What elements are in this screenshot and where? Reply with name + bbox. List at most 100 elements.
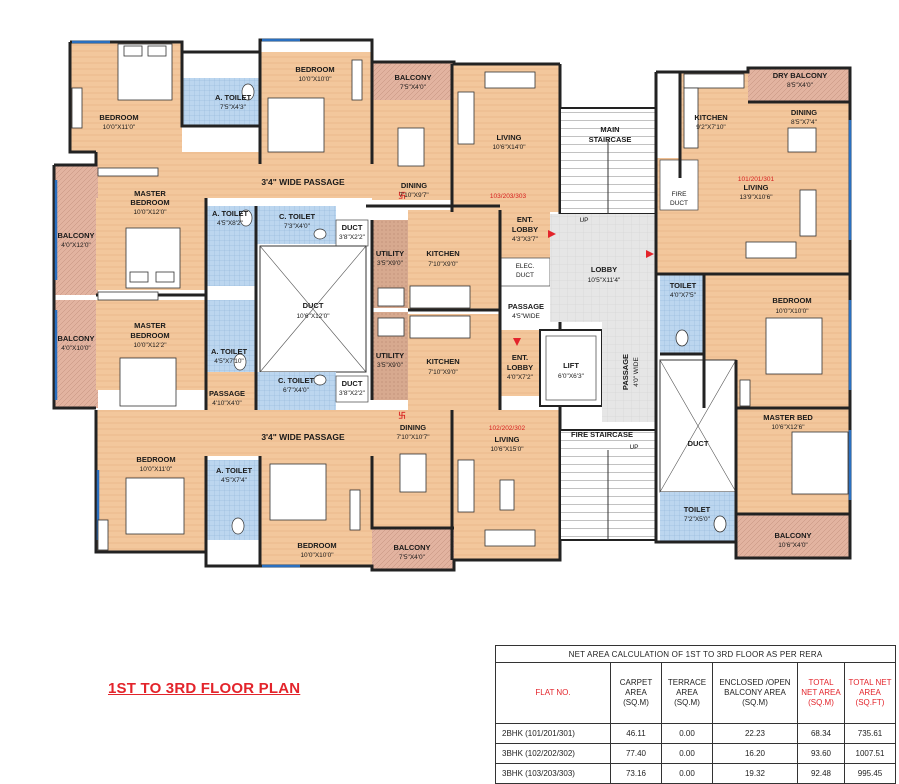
label-entlobby-1b: LOBBY [512, 225, 538, 234]
bed-icon [269, 463, 327, 521]
label-lobby: LOBBY [591, 265, 617, 274]
bed-icon [119, 357, 177, 407]
label-elec-duct-b: DUCT [516, 272, 534, 279]
header-total-sqft: TOTAL NET AREA (SQ.FT) [844, 662, 896, 724]
dim-bedroom-bl: 10'0"X11'0" [140, 466, 173, 473]
basin-icon [313, 228, 327, 240]
label-bedroom-tm: BEDROOM [295, 65, 334, 74]
dim-dining-102: 7'10"X10'7" [396, 434, 430, 441]
label-bedroom-bm: BEDROOM [297, 541, 336, 550]
room-toilet-l2 [206, 300, 256, 372]
right-block [654, 66, 852, 560]
label-duct-center: DUCT [303, 301, 324, 310]
label-toilet-l1: A. TOILET [212, 209, 249, 218]
label-entlobby-1: ENT. [517, 215, 533, 224]
sofa-icon [799, 189, 817, 237]
dining-table-icon [787, 127, 817, 153]
label-toilet-bl: A. TOILET [216, 466, 253, 475]
dim-master-bed-r: 10'6"X12'6" [771, 424, 805, 431]
wardrobe-icon [71, 87, 83, 129]
label-dining-r: DINING [791, 108, 817, 117]
wc-icon [233, 353, 247, 371]
cell-balcony: 22.23 [712, 723, 798, 744]
label-master-bedroom-1: MASTER [134, 189, 166, 198]
room-dry-balcony [748, 68, 850, 102]
label-living-r: LIVING [743, 183, 768, 192]
label-passage-vertical: PASSAGE [621, 354, 630, 390]
dim-dry-balcony: 8'5"X4'0" [787, 82, 814, 89]
dim-living-102: 10'6"X15'0" [490, 446, 524, 453]
sofa-icon [457, 91, 475, 145]
cell-total-sqm: 68.34 [797, 723, 845, 744]
cell-balcony: 19.32 [712, 763, 798, 784]
dim-toilet-r2: 7'2"X5'0" [684, 516, 711, 523]
kitchen-counter-icon [683, 73, 745, 89]
table-row: 2BHK (101/201/301) 46.11 0.00 22.23 68.3… [495, 723, 896, 744]
label-master-bedroom-2: MASTER [134, 321, 166, 330]
label-utility-1: UTILITY [376, 249, 404, 258]
room-balcony-l2 [54, 300, 98, 408]
sofa-icon [745, 241, 797, 259]
wardrobe-icon [349, 489, 361, 531]
dim-duct-center: 10'6"X12'0" [296, 313, 330, 320]
washing-machine-icon [377, 287, 405, 307]
flat-tag-103: 103/203/303 [490, 193, 527, 200]
room-balcony-l1 [54, 165, 98, 295]
dim-master-bedroom-2: 10'0"X12'2" [133, 342, 167, 349]
dim-utility-1: 3'5"X9'0" [377, 260, 404, 267]
dim-balcony-r: 10'6"X4'0" [778, 542, 808, 549]
label-master-bedroom-1b: BEDROOM [130, 198, 169, 207]
label-living-102: LIVING [494, 435, 519, 444]
cell-balcony: 16.20 [712, 743, 798, 764]
label-entlobby-2b: LOBBY [507, 363, 533, 372]
label-dining-103: DINING [401, 181, 427, 190]
cell-carpet: 73.16 [610, 763, 662, 784]
label-main-staircase-b: STAIRCASE [589, 135, 632, 144]
label-duct-1: DUCT [342, 223, 363, 232]
wardrobe-icon [97, 167, 159, 177]
dim-balcony-l1: 4'0"X12'0" [61, 242, 91, 249]
room-balcony-r [736, 514, 850, 558]
kitchen-counter-icon [409, 285, 471, 309]
label-duct-r: DUCT [688, 439, 709, 448]
dim-duct-2: 3'8"X2'2" [339, 390, 366, 397]
entry-arrow-icon [646, 250, 654, 258]
label-elec-duct: ELEC. [516, 263, 535, 270]
dim-bedroom-tl: 10'0"X11'0" [103, 124, 136, 131]
label-ctoilet-1: C. TOILET [279, 212, 316, 221]
label-passage-bottom: 3'4" WIDE PASSAGE [261, 432, 345, 442]
dim-bedroom-r: 10'0"X10'0" [775, 308, 809, 315]
dim-bedroom-tm: 10'0"X10'0" [298, 76, 332, 83]
wc-icon [241, 83, 255, 101]
cell-carpet: 46.11 [610, 723, 662, 744]
cell-total-sqft: 735.61 [844, 723, 896, 744]
dim-toilet-bl: 4'5"X7'4" [221, 477, 248, 484]
table-caption: NET AREA CALCULATION OF 1ST TO 3RD FLOOR… [495, 645, 896, 663]
label-lift: LIFT [563, 361, 579, 370]
dim-toilet-l2: 4'5"X7'10" [214, 358, 244, 365]
header-flat-no: FLAT NO. [495, 662, 611, 724]
flat-tag-102: 102/202/302 [489, 425, 526, 432]
label-master-bed-r: MASTER BED [763, 413, 813, 422]
label-living-103: LIVING [496, 133, 521, 142]
cell-total-sqft: 995.45 [844, 763, 896, 784]
dining-table-icon [399, 453, 427, 493]
passage-vertical [602, 322, 656, 422]
label-kitchen-1: KITCHEN [426, 249, 459, 258]
label-duct-2: DUCT [342, 379, 363, 388]
dim-entlobby-2: 4'0"X7'2" [507, 374, 534, 381]
label-balcony-l1: BALCONY [57, 231, 94, 240]
label-fire-duct-b: DUCT [670, 200, 688, 207]
label-dry-balcony: DRY BALCONY [773, 71, 828, 80]
label-bedroom-bl: BEDROOM [136, 455, 175, 464]
basin-icon [313, 374, 327, 386]
dim-lift: 6'0"X6'3" [558, 373, 585, 380]
lobby [550, 214, 656, 322]
room-entlobby-1 [500, 212, 550, 258]
label-fire-stair-up: UP [629, 444, 638, 451]
table-row: 3BHK (102/202/302) 77.40 0.00 16.20 93.6… [495, 743, 896, 764]
room-duct-2 [335, 375, 369, 403]
dim-toilet-tl: 7'5"X4'3" [220, 104, 247, 111]
label-kitchen-r: KITCHEN [694, 113, 727, 122]
sofa-icon [484, 71, 536, 89]
